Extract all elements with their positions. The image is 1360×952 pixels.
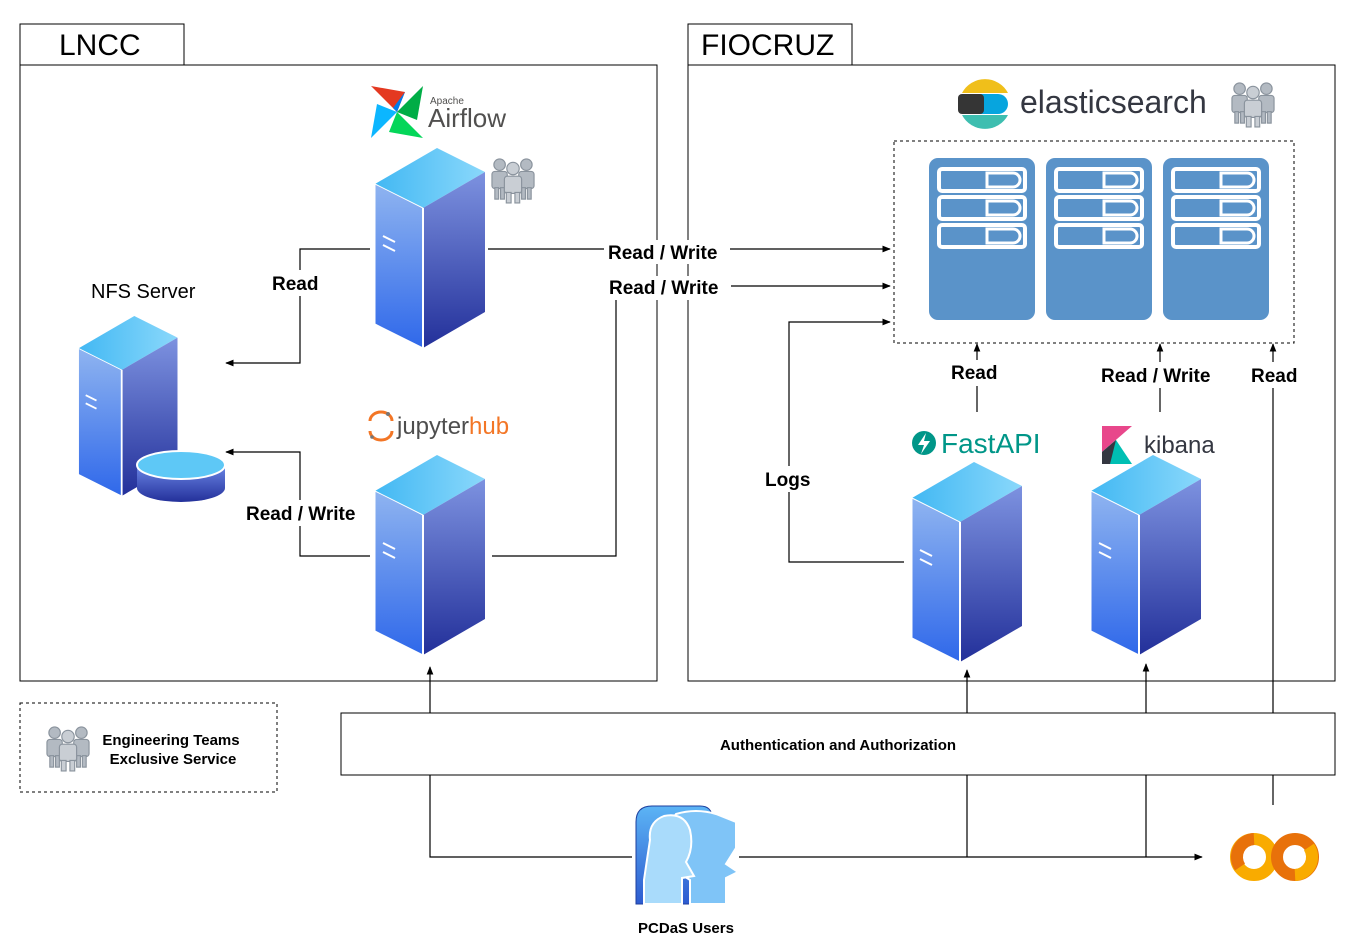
colab-icon[interactable] — [1230, 833, 1319, 881]
airflow-server[interactable] — [374, 148, 486, 348]
pcdas-users-label: PCDaS Users — [638, 920, 734, 937]
label-colab-es: Read — [1251, 366, 1297, 387]
es-node-2 — [1046, 158, 1152, 320]
auth-bar[interactable]: Authentication and Authorization — [340, 712, 1336, 776]
legend-line1: Engineering Teams — [102, 732, 239, 749]
airflow-logo: Apache Airflow — [371, 86, 506, 138]
fastapi-server[interactable] — [911, 462, 1023, 662]
engineering-group-icon-elasticsearch — [1231, 82, 1275, 128]
legend-line2: Exclusive Service — [110, 751, 237, 768]
label-jupyter-nfs: Read / Write — [246, 504, 355, 525]
es-node-3 — [1163, 158, 1269, 320]
edge-labels: Read Read / Write Read / Write Read / Wr… — [242, 240, 1304, 526]
edge-users-auth-left — [429, 775, 632, 858]
lncc-zone: LNCC — [19, 23, 658, 682]
engineering-group-icon-airflow — [491, 158, 535, 204]
kibana-server[interactable] — [1090, 455, 1202, 655]
airflow-title: Airflow — [428, 103, 506, 133]
fiocruz-zone: FIOCRUZ — [687, 23, 1336, 682]
es-node-1 — [929, 158, 1035, 320]
elasticsearch-logo: elasticsearch — [958, 79, 1207, 129]
nfs-server[interactable] — [78, 316, 226, 502]
kibana-logo: kibana — [1102, 426, 1215, 464]
jupyterhub-server[interactable] — [374, 455, 486, 655]
jupyterhub-text-b: hub — [469, 413, 509, 440]
label-fastapi-logs: Logs — [765, 470, 810, 491]
lncc-title: LNCC — [59, 29, 141, 62]
nfs-disk-icon — [136, 450, 226, 502]
fiocruz-title: FIOCRUZ — [701, 29, 834, 62]
label-jupyter-es: Read / Write — [609, 278, 718, 299]
edge-fastapi-logs — [788, 318, 904, 563]
nfs-server-label: NFS Server — [91, 281, 196, 303]
jupyterhub-logo: jupyterhub — [368, 410, 509, 442]
label-kibana-es: Read / Write — [1101, 366, 1210, 387]
svg-text:jupyterhub: jupyterhub — [396, 413, 509, 440]
label-airflow-nfs: Read — [272, 274, 318, 295]
airflow-apache-text: Apache — [430, 96, 464, 107]
elasticsearch-cluster[interactable] — [893, 140, 1295, 344]
edge-airflow-nfs — [225, 248, 370, 367]
fastapi-logo: FastAPI — [912, 428, 1041, 459]
fastapi-title: FastAPI — [941, 428, 1041, 459]
edge-jupyter-es — [492, 282, 891, 557]
elasticsearch-title: elasticsearch — [1020, 84, 1207, 120]
kibana-title: kibana — [1144, 432, 1215, 459]
jupyterhub-text-a: jupyter — [396, 413, 469, 440]
label-airflow-es: Read / Write — [608, 243, 717, 264]
legend: Engineering Teams Exclusive Service — [19, 702, 278, 793]
label-fastapi-es: Read — [951, 363, 997, 384]
auth-bar-label: Authentication and Authorization — [720, 737, 956, 754]
pcdas-users-icon[interactable] — [635, 805, 740, 905]
